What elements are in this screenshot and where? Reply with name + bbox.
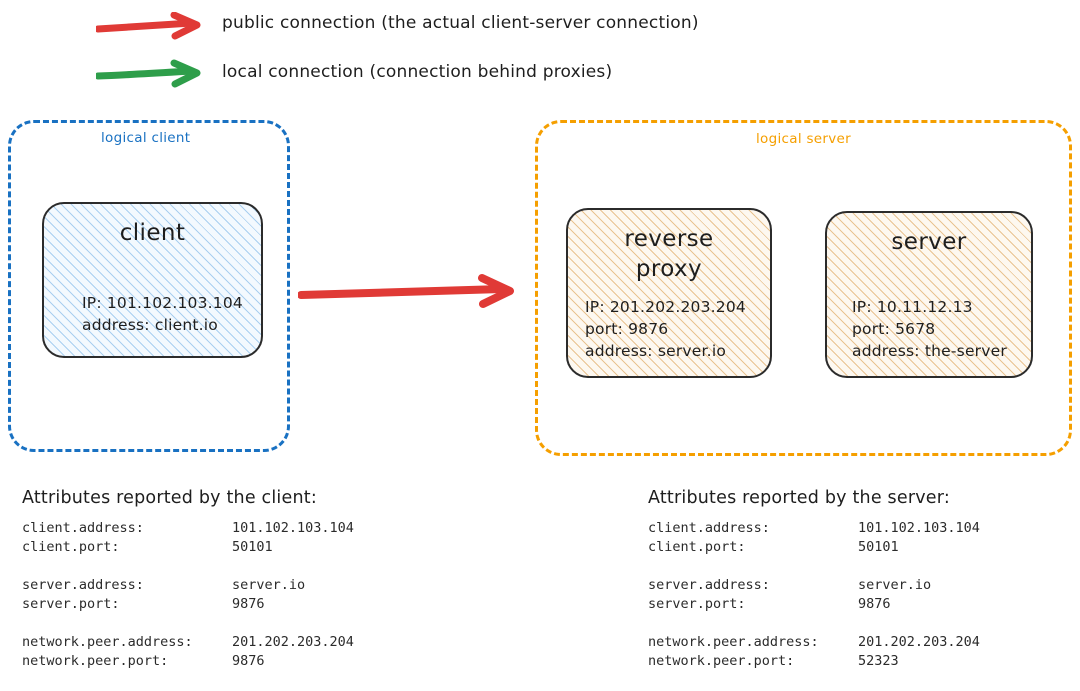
attributes-server-heading: Attributes reported by the server: [648, 488, 950, 508]
attr-key: network.peer.address: [22, 634, 193, 650]
attr-row: client.port: 50101 [22, 538, 354, 557]
attr-row: server.address: server.io [22, 576, 354, 595]
node-reverse-proxy-title-line1: reverse [624, 226, 714, 252]
node-reverse-proxy-title-line2: proxy [635, 256, 703, 283]
attr-row: client.address: 101.102.103.104 [648, 519, 980, 538]
attr-value: 50101 [858, 539, 899, 555]
attributes-client-table: client.address: 101.102.103.104 client.p… [22, 519, 354, 671]
node-client-line-address: address: client.io [82, 316, 218, 334]
node-client-title: client [119, 220, 186, 246]
public-connection-arrow-icon [298, 274, 514, 308]
attr-value: 9876 [858, 596, 891, 612]
node-reverse-proxy-title: reverse proxy [568, 224, 770, 285]
attr-value: 101.102.103.104 [858, 520, 980, 536]
legend-label-public: public connection (the actual client-ser… [222, 13, 699, 33]
node-reverse-proxy-line-address: address: server.io [585, 342, 727, 360]
attr-row: network.peer.port: 52323 [648, 652, 980, 671]
node-client: client IP: 101.102.103.104 address: clie… [42, 202, 263, 358]
attr-value: 52323 [858, 653, 899, 669]
attr-row: client.address: 101.102.103.104 [22, 519, 354, 538]
node-server-title: server [891, 229, 967, 255]
attr-key: client.address: [648, 520, 770, 536]
legend-label-local: local connection (connection behind prox… [222, 62, 613, 82]
attributes-server-group-server: server.address: server.io server.port: 9… [648, 576, 980, 614]
attr-key: client.address: [22, 520, 144, 536]
attr-row: network.peer.address: 201.202.203.204 [648, 633, 980, 652]
attributes-server-group-client: client.address: 101.102.103.104 client.p… [648, 519, 980, 557]
attr-value: 201.202.203.204 [858, 634, 980, 650]
attr-row: server.address: server.io [648, 576, 980, 595]
green-arrow-icon [96, 59, 201, 88]
node-server-line-address: address: the-server [852, 342, 1007, 360]
attr-row: server.port: 9876 [22, 595, 354, 614]
attr-key: server.port: [648, 596, 746, 612]
node-server-line-port: port: 5678 [852, 320, 936, 338]
attributes-client-group-network: network.peer.address: 201.202.203.204 ne… [22, 633, 354, 671]
node-reverse-proxy: reverse proxy IP: 201.202.203.204 port: … [566, 208, 772, 378]
attr-value: 101.102.103.104 [232, 520, 354, 536]
node-server-details: IP: 10.11.12.13 port: 5678 address: the-… [852, 296, 1007, 362]
logical-server-label: logical server [750, 131, 858, 147]
attr-key: client.port: [22, 539, 120, 555]
attributes-client-heading: Attributes reported by the client: [22, 488, 317, 508]
node-server: server IP: 10.11.12.13 port: 5678 addres… [825, 211, 1033, 378]
logical-server-container [535, 120, 1072, 456]
attr-key: client.port: [648, 539, 746, 555]
attr-value: 201.202.203.204 [232, 634, 354, 650]
attr-value: 9876 [232, 653, 265, 669]
attr-key: network.peer.address: [648, 634, 819, 650]
attr-row: server.port: 9876 [648, 595, 980, 614]
node-reverse-proxy-line-ip: IP: 201.202.203.204 [585, 298, 746, 316]
attr-row: network.peer.port: 9876 [22, 652, 354, 671]
attr-value: 9876 [232, 596, 265, 612]
attr-value: server.io [858, 577, 932, 593]
attributes-server-table: client.address: 101.102.103.104 client.p… [648, 519, 980, 671]
attributes-client-group-server: server.address: server.io server.port: 9… [22, 576, 354, 614]
attr-key: network.peer.port: [22, 653, 169, 669]
node-reverse-proxy-details: IP: 201.202.203.204 port: 9876 address: … [585, 296, 746, 362]
node-reverse-proxy-line-port: port: 9876 [585, 320, 669, 338]
logical-client-label: logical client [95, 130, 197, 146]
attr-key: network.peer.port: [648, 653, 795, 669]
node-client-line-ip: IP: 101.102.103.104 [82, 294, 243, 312]
attr-key: server.address: [648, 577, 770, 593]
attr-key: server.address: [22, 577, 144, 593]
red-arrow-icon [96, 12, 201, 40]
attributes-server-block: Attributes reported by the server: clien… [648, 488, 980, 671]
attributes-client-block: Attributes reported by the client: clien… [22, 488, 354, 671]
attr-value: server.io [232, 577, 306, 593]
attr-key: server.port: [22, 596, 120, 612]
logical-client-container [8, 120, 290, 452]
attr-value: 50101 [232, 539, 273, 555]
node-client-details: IP: 101.102.103.104 address: client.io [82, 292, 243, 336]
attributes-server-group-network: network.peer.address: 201.202.203.204 ne… [648, 633, 980, 671]
attributes-client-group-client: client.address: 101.102.103.104 client.p… [22, 519, 354, 557]
attr-row: network.peer.address: 201.202.203.204 [22, 633, 354, 652]
attr-row: client.port: 50101 [648, 538, 980, 557]
node-server-line-ip: IP: 10.11.12.13 [852, 298, 973, 316]
